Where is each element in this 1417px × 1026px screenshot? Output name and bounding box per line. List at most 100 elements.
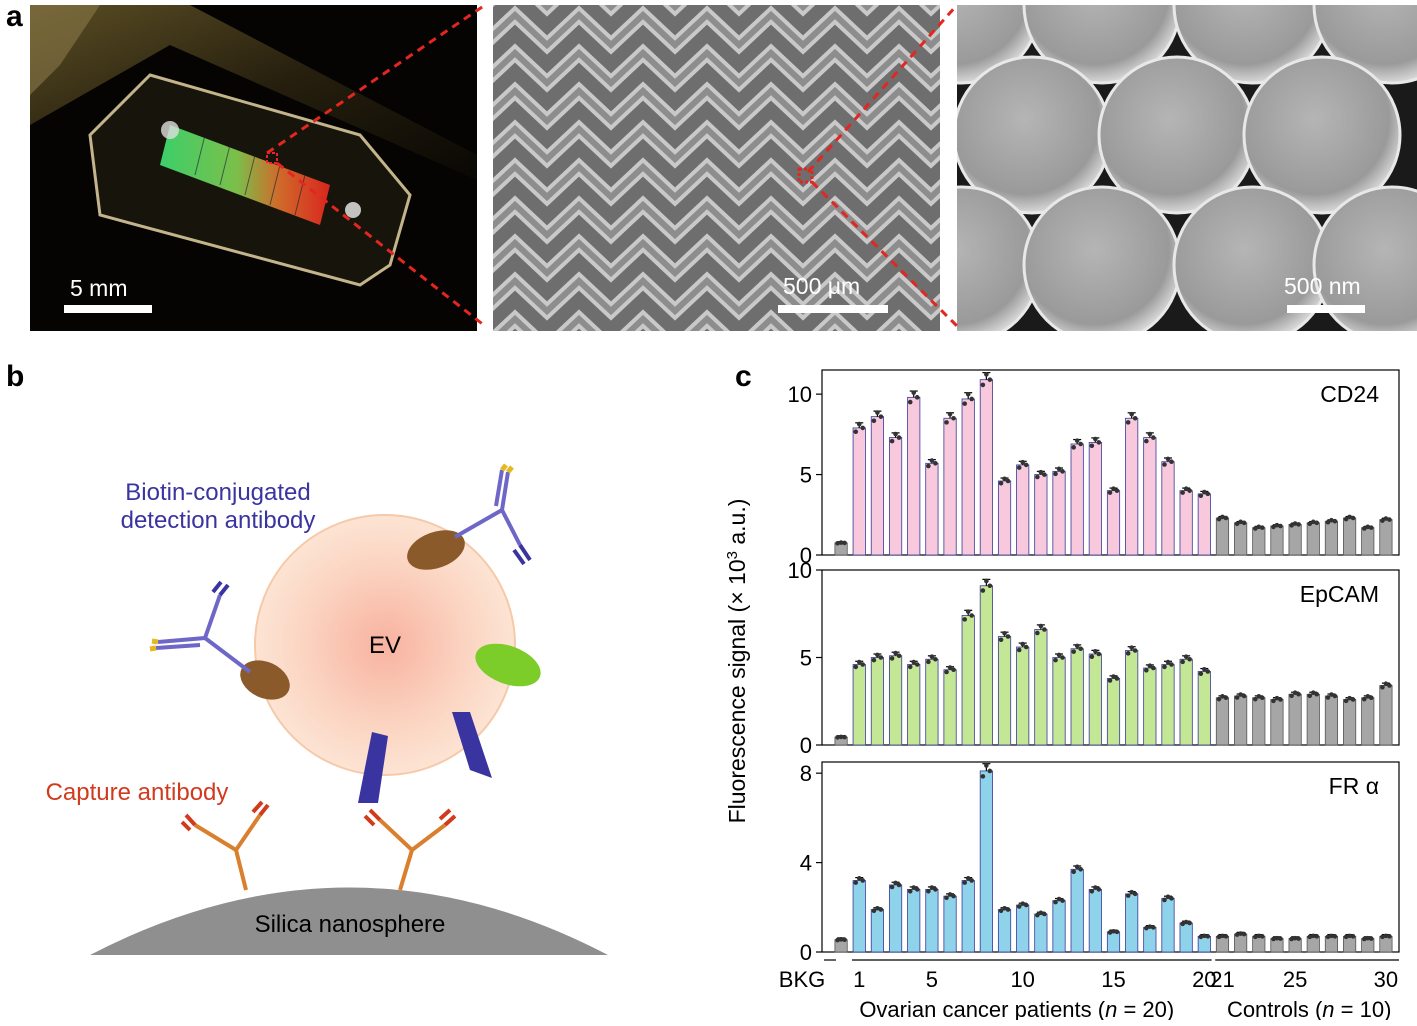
- bar: [888, 437, 903, 556]
- replicate-dot: [1056, 652, 1062, 658]
- x-tick-label: 5: [926, 967, 938, 992]
- bar: [1143, 667, 1157, 746]
- y-tick-label: 5: [800, 463, 812, 488]
- bar: [997, 636, 1012, 746]
- replicate-dot: [860, 878, 866, 883]
- replicate-dot: [1002, 630, 1007, 636]
- replicate-dot: [1147, 924, 1153, 929]
- replicate-dot: [1220, 694, 1225, 699]
- replicate-dot: [889, 884, 895, 890]
- replicate-dot: [1093, 648, 1098, 654]
- replicate-dot: [1332, 518, 1338, 524]
- replicate-dot: [1144, 925, 1149, 931]
- replicate-dot: [1252, 696, 1258, 702]
- replicate-dot: [929, 654, 935, 659]
- replicate-dot: [1042, 472, 1047, 477]
- bar: [997, 909, 1012, 953]
- replicate-dot: [1368, 695, 1374, 701]
- bar: [1034, 474, 1048, 556]
- replicate-dot: [1307, 934, 1313, 940]
- replicate-dot: [1238, 931, 1243, 936]
- replicate-dot: [1056, 896, 1062, 902]
- replicate-dot: [1332, 693, 1338, 699]
- bar: [1252, 697, 1266, 746]
- bar: [1034, 913, 1048, 953]
- x-tick-label: BKG: [779, 967, 825, 992]
- replicate-dot: [1329, 692, 1334, 697]
- replicate-dot: [1035, 912, 1040, 918]
- bar: [1161, 461, 1175, 556]
- capture-binding-spike-right: [452, 712, 492, 778]
- replicate-dot: [1241, 931, 1247, 937]
- replicate-dot: [1096, 440, 1102, 445]
- replicate-dot: [1220, 933, 1225, 939]
- replicate-dot: [875, 652, 880, 658]
- schematic-panel-b: EV Silica nanosphere: [46, 463, 608, 955]
- replicate-dot: [1380, 684, 1385, 690]
- bar: [979, 585, 993, 746]
- replicate-dot: [1343, 698, 1349, 704]
- replicate-dot: [1325, 519, 1331, 525]
- replicate-dot: [984, 372, 989, 377]
- group-label-patients: Ovarian cancer patients (n = 20): [859, 997, 1174, 1020]
- replicate-dot: [1343, 934, 1349, 940]
- replicate-dot: [926, 463, 931, 469]
- bar: [907, 664, 921, 746]
- bar: [1215, 517, 1230, 556]
- replicate-dot: [1042, 911, 1047, 917]
- replicate-dot: [860, 425, 866, 431]
- replicate-dot: [914, 887, 920, 892]
- replicate-dot: [998, 480, 1004, 486]
- x-tick-label: 10: [1010, 967, 1034, 992]
- replicate-dot: [1205, 491, 1211, 497]
- bar: [1052, 470, 1066, 556]
- replicate-dot: [1289, 936, 1294, 942]
- replicate-dot: [1114, 488, 1120, 493]
- replicate-dot: [1307, 521, 1313, 527]
- bar: [1179, 922, 1193, 953]
- bar: [888, 655, 903, 746]
- replicate-dot: [951, 415, 956, 421]
- replicate-dot: [1314, 691, 1320, 697]
- scalebar-mm: [64, 305, 152, 313]
- replicate-dot: [911, 885, 917, 890]
- replicate-dot: [1361, 526, 1367, 531]
- replicate-dot: [1038, 469, 1044, 475]
- replicate-dot: [1241, 693, 1247, 699]
- replicate-dot: [1325, 934, 1331, 940]
- replicate-dot: [1223, 695, 1229, 701]
- replicate-dot: [1347, 514, 1352, 520]
- capture-antibody-right: [363, 808, 457, 891]
- replicate-dot: [987, 377, 993, 382]
- bar: [1070, 648, 1084, 746]
- replicate-dot: [1016, 904, 1022, 909]
- replicate-dot: [1038, 623, 1044, 629]
- replicate-dot: [1162, 462, 1167, 467]
- replicate-dot: [1187, 488, 1192, 493]
- replicate-dot: [1368, 525, 1374, 530]
- detection-antibody-label-line1: Biotin-conjugated: [125, 479, 310, 506]
- replicate-dot: [1183, 654, 1189, 659]
- replicate-dot: [1387, 934, 1392, 939]
- replicate-dot: [1151, 435, 1156, 440]
- replicate-dot: [1074, 643, 1080, 649]
- replicate-dot: [1380, 934, 1385, 940]
- replicate-dot: [1093, 885, 1098, 890]
- bar: [1034, 629, 1048, 746]
- replicate-dot: [1002, 476, 1007, 482]
- replicate-dot: [1314, 934, 1320, 939]
- replicate-dot: [926, 659, 931, 665]
- replicate-dot: [1278, 936, 1283, 941]
- replicate-dot: [998, 908, 1004, 914]
- bar: [1361, 697, 1375, 746]
- bar: [925, 462, 939, 556]
- bar: [1288, 524, 1302, 556]
- bar: [1179, 490, 1193, 556]
- replicate-dot: [896, 435, 902, 440]
- replicate-dot: [1096, 651, 1102, 657]
- replicate-dot: [965, 609, 971, 614]
- bar: [943, 417, 957, 556]
- replicate-dot: [1125, 893, 1131, 898]
- replicate-dot: [838, 937, 844, 942]
